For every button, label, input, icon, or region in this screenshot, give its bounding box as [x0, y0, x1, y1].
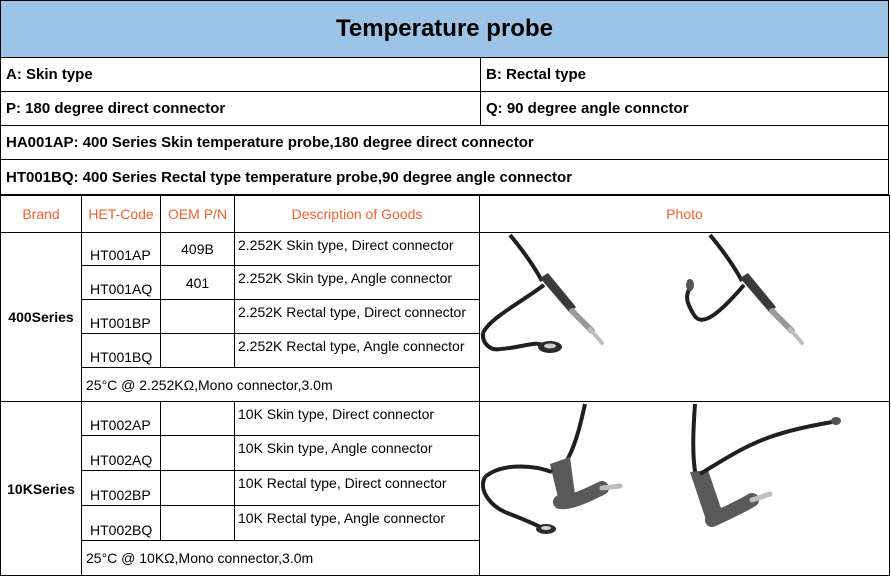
table-row: HT001AQ 401 2.252K Skin type, Angle conn…: [1, 265, 890, 300]
header-oem-pn: OEM P/N: [160, 195, 235, 233]
table-row: HT001BP 2.252K Rectal type, Direct conne…: [1, 299, 890, 334]
probe-photo-angle-connector: [481, 403, 841, 534]
legend-direct-connector: P: 180 degree direct connector: [6, 100, 226, 117]
description-cell: 2.252K Rectal type, Angle connector: [234, 333, 480, 368]
table-row: HT002AQ 10K Skin type, Angle connector: [1, 435, 890, 471]
description-cell: 2.252K Skin type, Angle connector: [234, 265, 480, 300]
oem-cell: [160, 299, 235, 334]
legend-row-2: P: 180 degree direct connector Q: 90 deg…: [0, 92, 889, 126]
het-code-cell: HT002BQ: [81, 505, 161, 541]
table-row: HT001BQ 2.252K Rectal type, Angle connec…: [1, 333, 890, 368]
legend-angle-connector: Q: 90 degree angle connctor: [480, 92, 888, 125]
het-code-cell: HT001AQ: [81, 265, 161, 300]
legend-row-1: A: Skin type B: Rectal type: [0, 58, 889, 92]
description-cell: 10K Skin type, Direct connector: [234, 401, 480, 436]
description-cell: 2.252K Skin type, Direct connector: [234, 232, 480, 266]
oem-cell: [160, 505, 235, 541]
example-row-2: HT001BQ: 400 Series Rectal type temperat…: [0, 160, 889, 195]
het-code-cell: HT001BQ: [81, 333, 161, 368]
page-title: Temperature probe: [0, 0, 889, 58]
legend-skin-type: A: Skin type: [6, 66, 93, 83]
oem-cell: [160, 470, 235, 506]
oem-cell: [160, 401, 235, 436]
example-code-1: HA001AP: 400 Series Skin temperature pro…: [6, 134, 534, 151]
legend-rectal-type: B: Rectal type: [480, 58, 888, 91]
title-text: Temperature probe: [336, 15, 553, 42]
brand-10k-series: 10KSeries: [0, 401, 82, 576]
oem-cell: [160, 333, 235, 368]
table-row: 400Series HT001AP 409B 2.252K Skin type,…: [0, 232, 890, 402]
series-note: 25°C @ 2.252KΩ,Mono connector,3.0m: [81, 367, 480, 402]
het-code-cell: HT002AP: [81, 401, 161, 436]
oem-cell: [160, 435, 235, 471]
series-note: 25°C @ 10KΩ,Mono connector,3.0m: [81, 540, 480, 576]
description-cell: 10K Skin type, Angle connector: [234, 435, 480, 471]
photo-400-series: [479, 232, 890, 402]
header-photo: Photo: [479, 195, 890, 233]
het-code-cell: HT002AQ: [81, 435, 161, 471]
example-row-1: HA001AP: 400 Series Skin temperature pro…: [0, 126, 889, 160]
het-code-cell: HT001AP: [81, 232, 161, 266]
header-description: Description of Goods: [234, 195, 480, 233]
description-cell: 2.252K Rectal type, Direct connector: [234, 299, 480, 334]
header-het-code: HET-Code: [81, 195, 161, 233]
table-row: HT002BQ 10K Rectal type, Angle connector: [1, 505, 890, 541]
example-code-2: HT001BQ: 400 Series Rectal type temperat…: [6, 168, 573, 186]
table-row: 25°C @ 10KΩ,Mono connector,3.0m: [1, 540, 890, 576]
probe-photo-direct-connector: [480, 233, 804, 353]
photo-10k-series: [479, 401, 890, 576]
het-code-cell: HT002BP: [81, 470, 161, 506]
table-header-row: Brand HET-Code OEM P/N Description of Go…: [0, 195, 890, 233]
oem-cell: 409B: [160, 232, 235, 266]
product-table: Brand HET-Code OEM P/N Description of Go…: [0, 195, 890, 576]
table-row: 10KSeries HT002AP 10K Skin type, Direct …: [0, 401, 890, 576]
brand-400-series: 400Series: [0, 232, 82, 402]
description-cell: 10K Rectal type, Angle connector: [234, 505, 480, 541]
oem-cell: 401: [160, 265, 235, 300]
description-cell: 10K Rectal type, Direct connector: [234, 470, 480, 506]
table-row: 25°C @ 2.252KΩ,Mono connector,3.0m: [1, 367, 890, 402]
header-brand: Brand: [0, 195, 82, 233]
het-code-cell: HT001BP: [81, 299, 161, 334]
